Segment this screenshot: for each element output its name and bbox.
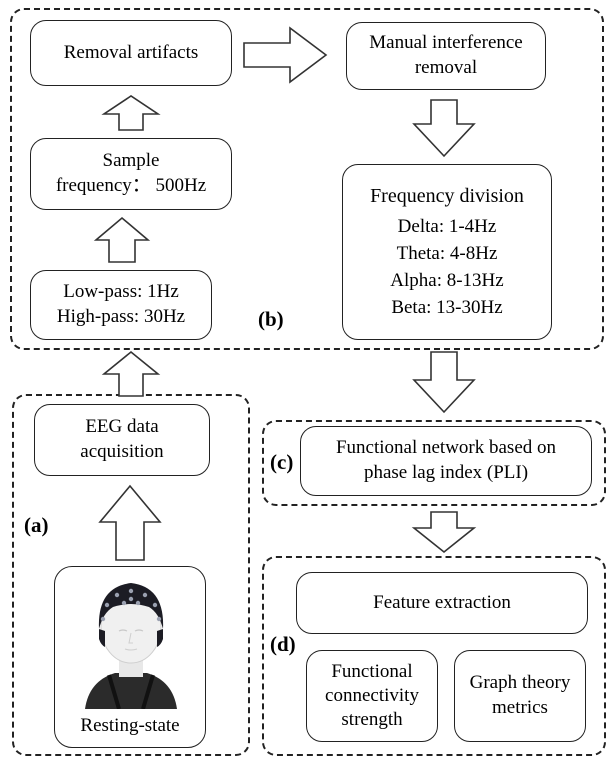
box-line: Low-pass: 1Hz [63,281,179,303]
removal-artifacts-box: Removal artifacts [30,20,232,86]
box-line: phase lag index (PLI) [363,462,529,483]
box-line: Theta: 4-8Hz [396,243,498,265]
box-line: strength [341,708,403,730]
box-line: EEG data [85,416,159,438]
arrow-up-icon [101,95,161,131]
eeg-cap-mannequin-image [85,583,177,709]
region-b [10,8,604,350]
frequency-division-box: Frequency division Delta: 1-4Hz Theta: 4… [342,164,552,340]
feature-extraction-box: Feature extraction [296,572,588,634]
region-label-a: (a) [24,513,49,537]
sample-frequency-box: Sample frequency： 500Hz [30,138,232,210]
connectivity-strength-box: Functional connectivity strength [306,650,438,742]
resting-state-caption: Resting-state [80,715,180,736]
box-line: Functional [331,661,413,683]
box-line: Graph theory [469,672,571,694]
box-line: removal [414,57,478,78]
box-line: Removal artifacts [63,41,199,63]
box-line: Manual interference [369,32,523,54]
filter-settings-box: Low-pass: 1Hz High-pass: 30Hz [30,270,212,340]
arrow-up-icon [101,350,161,397]
box-line: connectivity [325,685,419,707]
box-line: Delta: 1-4Hz [397,216,497,238]
resting-state-panel: Resting-state [54,566,206,748]
box-line: Alpha: 8-13Hz [390,270,504,292]
box-line: Beta: 13-30Hz [391,297,503,319]
functional-network-box: Functional network based on phase lag in… [300,426,592,496]
box-line: High-pass: 30Hz [56,306,186,327]
box-line: metrics [492,697,548,718]
box-line: Sample [102,150,160,172]
box-line: Feature extraction [373,591,511,613]
arrow-up-icon [98,484,162,561]
arrow-down-icon [412,99,476,158]
eeg-acquisition-box: EEG data acquisition [34,404,210,476]
box-line: Functional network based on [335,437,557,459]
region-label-d: (d) [270,632,296,656]
region-d [262,556,606,756]
arrow-right-icon [243,26,328,84]
box-line: frequency： 500Hz [55,175,207,196]
box-line: acquisition [80,441,164,462]
arrow-down-icon [411,511,477,554]
region-label-b: (b) [258,307,284,331]
arrow-down-icon [412,351,476,414]
box-line: Frequency division [370,184,524,207]
arrow-up-icon [93,216,151,263]
manual-interference-box: Manual interference removal [346,22,546,90]
graph-theory-box: Graph theory metrics [454,650,586,742]
region-label-c: (c) [270,450,294,474]
region-c [262,420,606,506]
